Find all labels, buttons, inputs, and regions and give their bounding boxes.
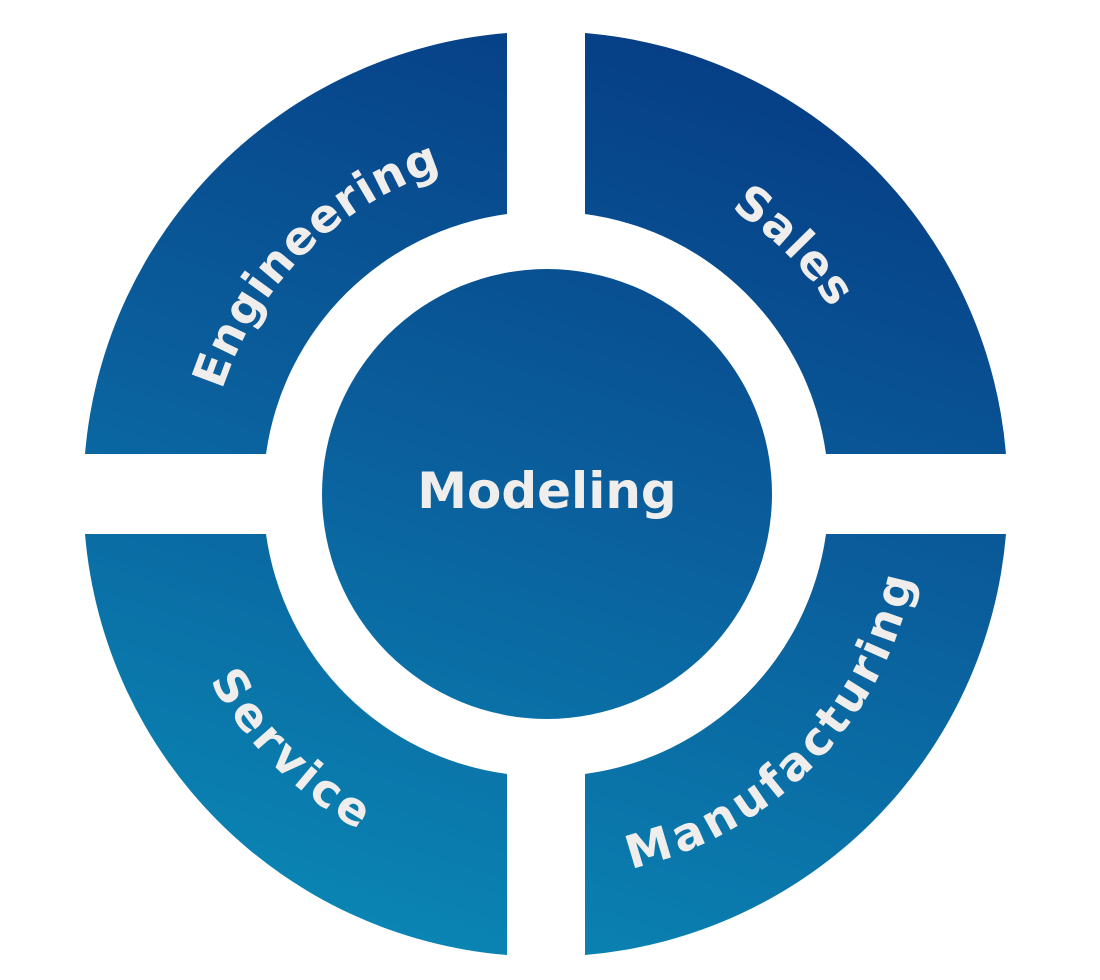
segment-service [85,534,507,955]
segment-manufacturing [585,534,1006,955]
segment-sales [585,33,1006,454]
center-circle [322,269,772,719]
segment-engineering [85,33,507,454]
center-label: Modeling [417,462,676,520]
